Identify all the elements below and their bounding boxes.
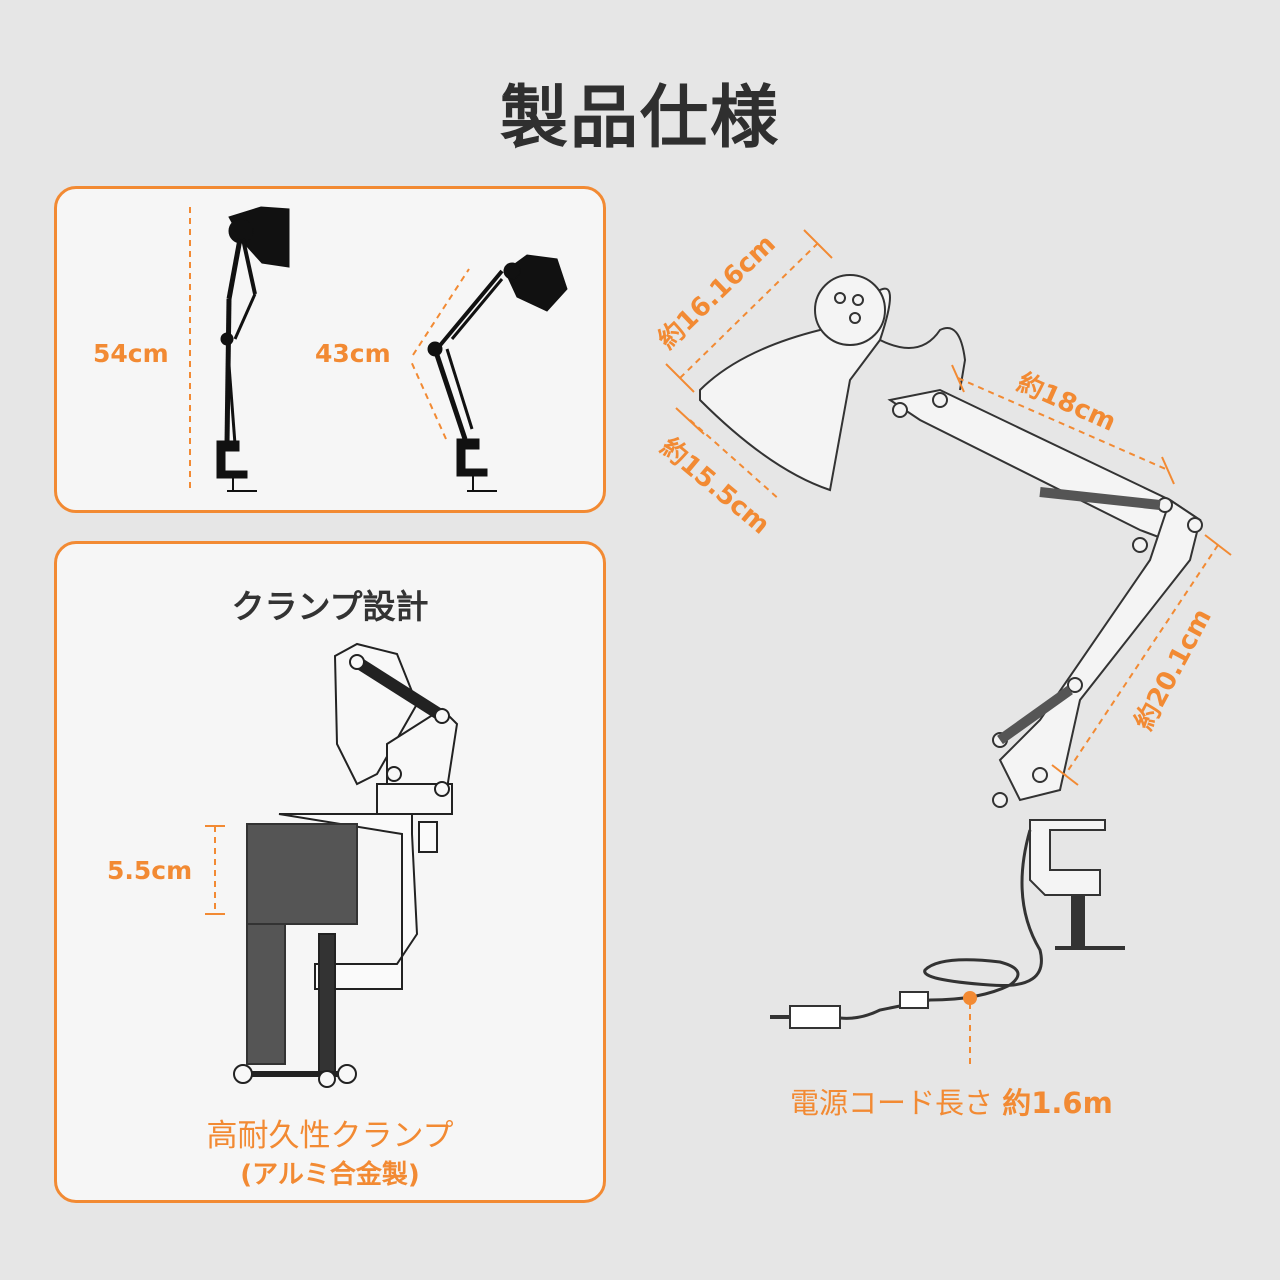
clamp-height-label: 5.5cm bbox=[107, 856, 193, 885]
clamp-panel: クランプ設計 5.5cm bbox=[54, 541, 606, 1203]
clamp-caption-line2: (アルミ合金製) bbox=[240, 1160, 420, 1190]
clamp-panel-title: クランプ設計 bbox=[231, 587, 429, 626]
clamp-drawing bbox=[205, 642, 459, 1088]
arm-length-label: 43cm bbox=[315, 339, 391, 368]
lamp-height-label: 54cm bbox=[93, 339, 169, 368]
cord-length-label: 電源コード長さ 約1.6m bbox=[790, 1080, 1113, 1122]
lamp-height-panel: 54cm 43cm bbox=[54, 186, 606, 513]
cord-label-text: 電源コード長さ bbox=[790, 1086, 994, 1120]
cord-value-text: 約1.6m bbox=[1002, 1086, 1113, 1120]
page-title: 製品仕様 bbox=[499, 79, 780, 158]
clamp-caption-line1: 高耐久性クランプ bbox=[206, 1118, 454, 1154]
lamp-photos bbox=[189, 206, 568, 492]
